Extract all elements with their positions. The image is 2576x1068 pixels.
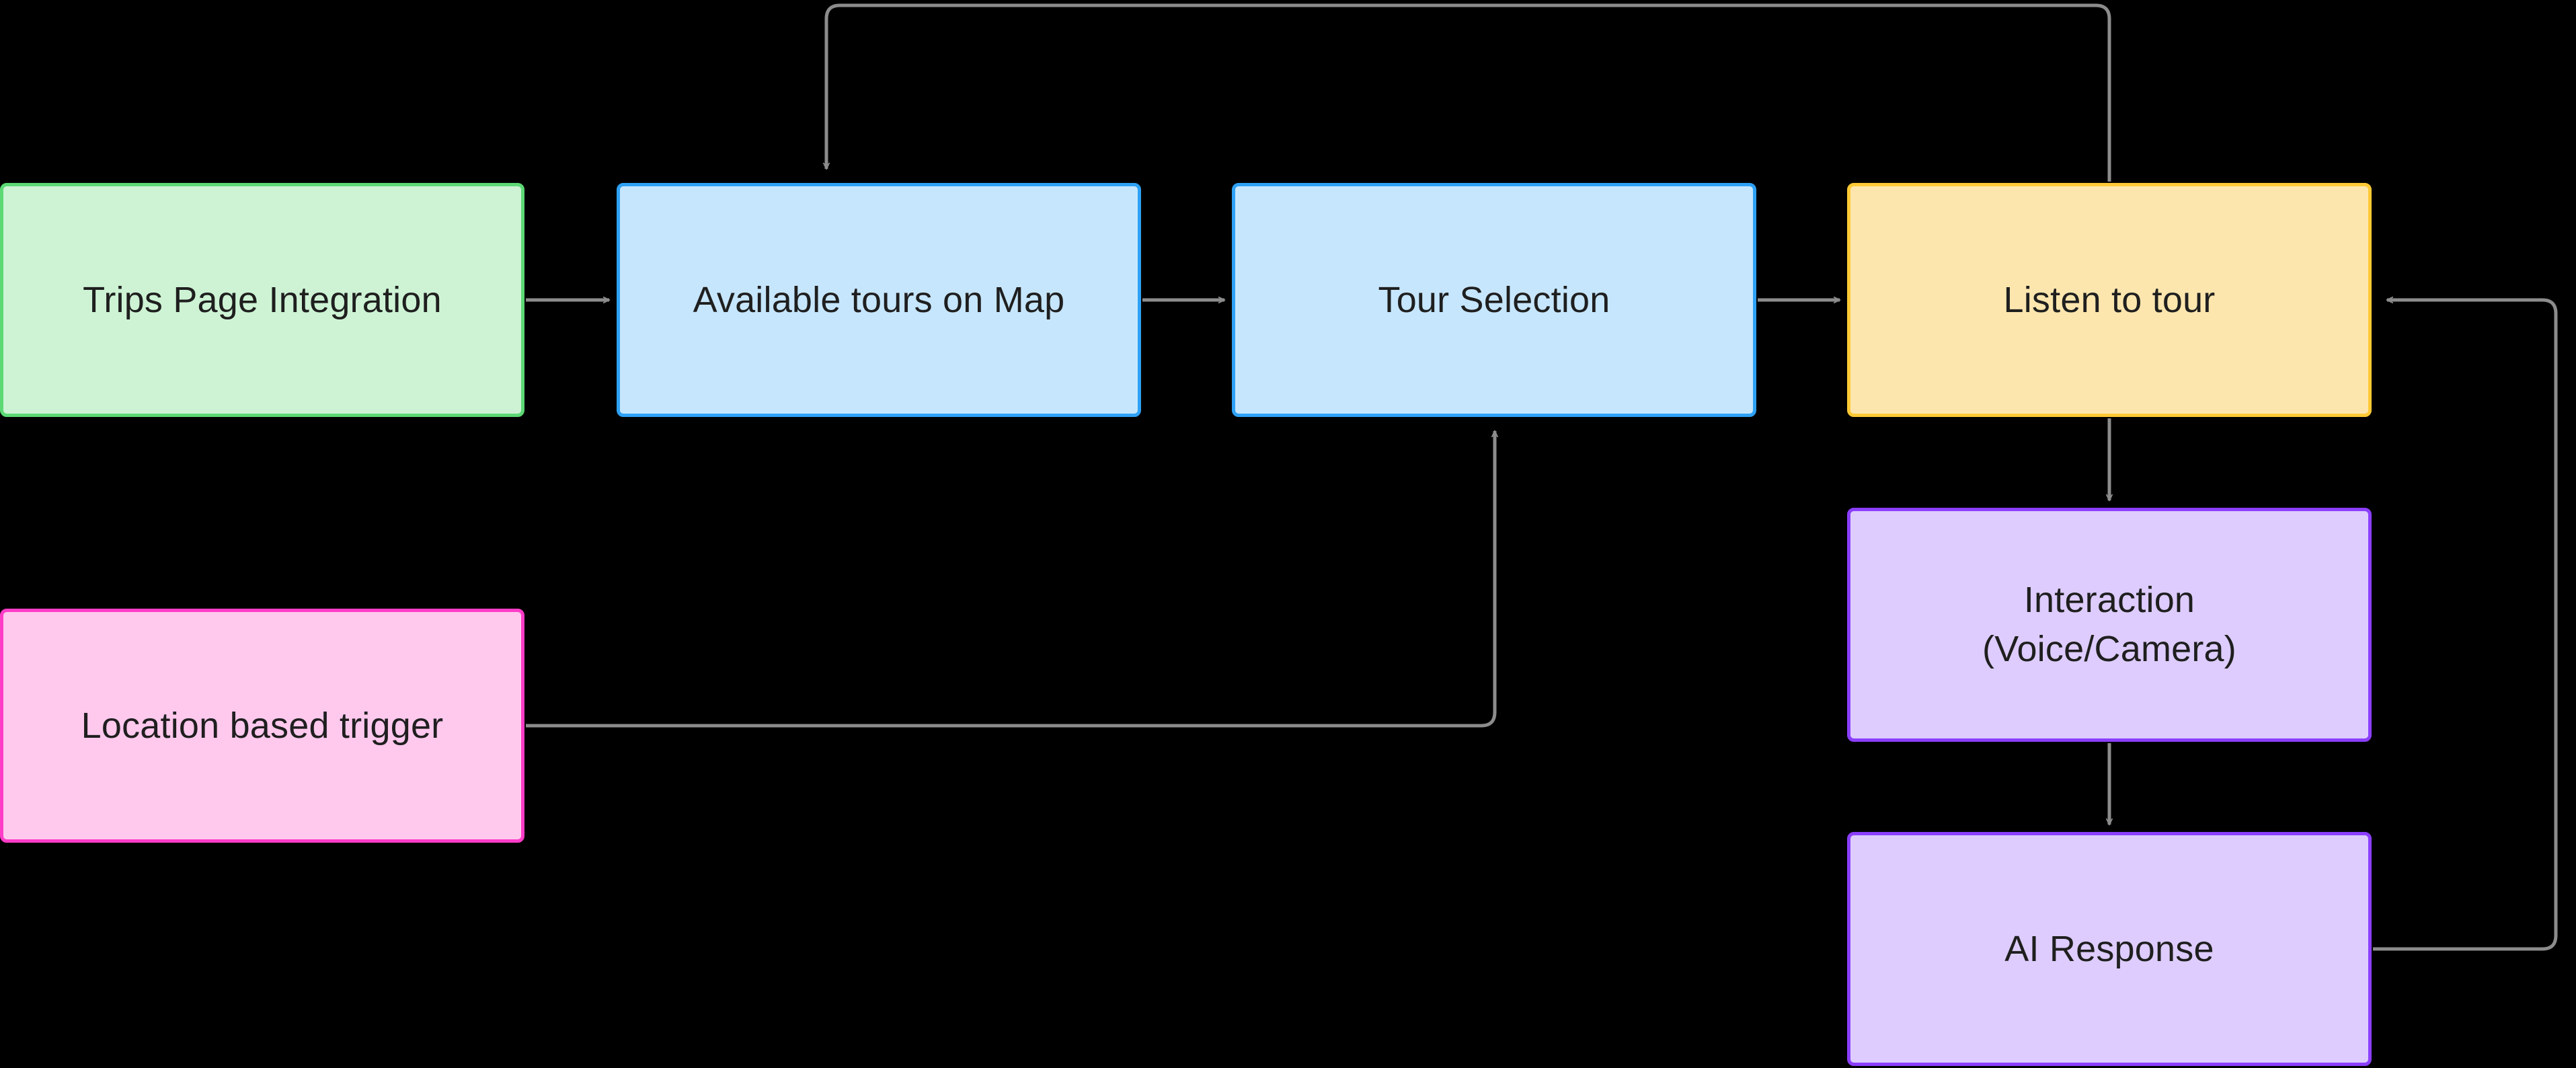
edge-trigger-to-selection (526, 431, 1495, 728)
node-label-location-based-trigger: Location based trigger (81, 705, 444, 746)
node-label-tour-selection: Tour Selection (1378, 279, 1610, 320)
node-label-ai-response: AI Response (2004, 928, 2214, 969)
node-listen-to-tour[interactable]: Listen to tour (1847, 183, 2372, 417)
node-available-tours-on-map[interactable]: Available tours on Map (617, 183, 1141, 417)
node-location-based-trigger[interactable]: Location based trigger (0, 609, 524, 843)
node-label-available-tours-on-map: Available tours on Map (693, 279, 1065, 320)
node-ai-response[interactable]: AI Response (1847, 832, 2372, 1066)
node-label-listen-to-tour: Listen to tour (2003, 279, 2216, 320)
node-label-trips-page-integration: Trips Page Integration (83, 279, 442, 320)
node-trips-page-integration[interactable]: Trips Page Integration (0, 183, 524, 417)
edge-listen-to-map-loop (826, 3, 2111, 182)
node-interaction-voice-camera[interactable]: Interaction (Voice/Camera) (1847, 508, 2372, 742)
edge-ai-to-listen-loop (2373, 300, 2558, 951)
node-label-interaction-voice-camera: Interaction (Voice/Camera) (1982, 580, 2236, 669)
node-tour-selection[interactable]: Tour Selection (1232, 183, 1756, 417)
